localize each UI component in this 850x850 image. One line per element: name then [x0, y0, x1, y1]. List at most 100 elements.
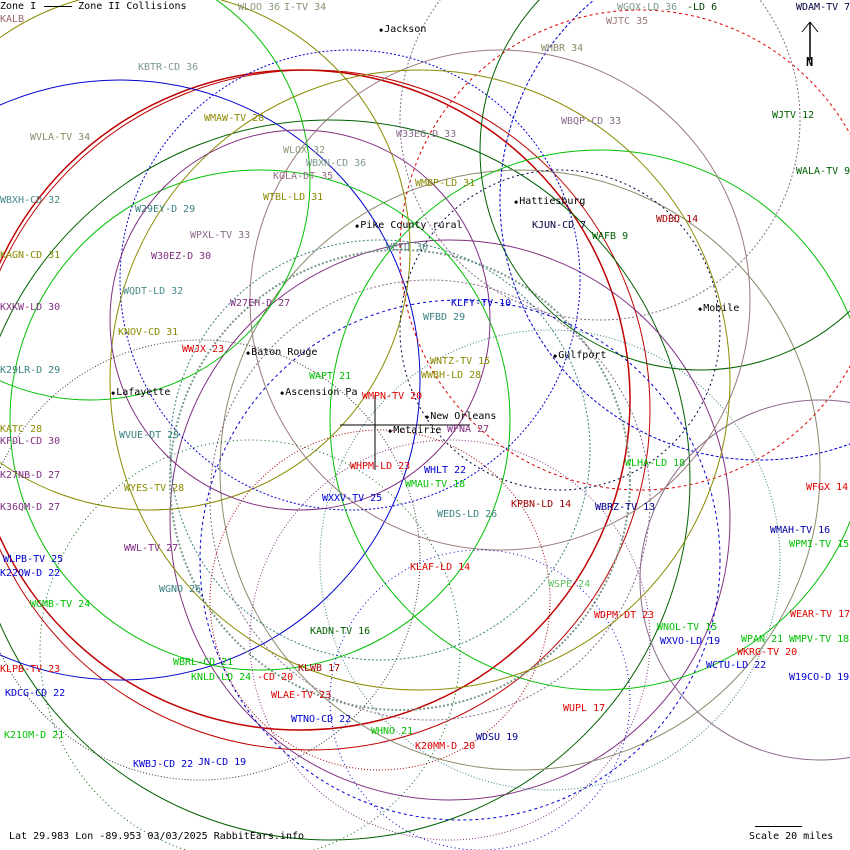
station-label[interactable]: WMPV-TV 18: [789, 634, 850, 645]
station-label[interactable]: WXXV-TV 25: [322, 493, 383, 504]
station-label[interactable]: WTNO-CD 22: [291, 714, 352, 725]
station-label[interactable]: WTBL-LD 31: [263, 192, 324, 203]
coverage-arc: [119, 49, 581, 511]
station-label[interactable]: WVUE-DT 29: [119, 430, 180, 441]
station-label[interactable]: WCTU-LD 22: [706, 660, 767, 671]
station-label[interactable]: WPMI-TV 15: [789, 539, 850, 550]
station-label[interactable]: WDPM-DT 23: [594, 610, 655, 621]
station-label[interactable]: W27EH-D 27: [230, 298, 291, 309]
station-label[interactable]: WBRL-CD 21: [173, 657, 234, 668]
station-label[interactable]: WFGX 14: [806, 482, 849, 493]
coverage-arc: [169, 239, 731, 801]
station-label[interactable]: WDSU 19: [476, 732, 519, 743]
station-label[interactable]: WJTC 35: [606, 16, 649, 27]
station-label[interactable]: WHPM-LD 23: [350, 461, 411, 472]
station-label[interactable]: JN-CD 19: [198, 757, 247, 768]
station-label[interactable]: WEAR-TV 17: [790, 609, 850, 620]
station-label[interactable]: KDCG-CD 22: [5, 688, 66, 699]
station-label[interactable]: WHBR 34: [541, 43, 584, 54]
station-label[interactable]: -LD 6: [687, 2, 718, 13]
station-label[interactable]: WFBD 29: [423, 312, 466, 323]
station-label[interactable]: I-TV 34: [284, 2, 327, 13]
station-label[interactable]: WKRG-TV 20: [737, 647, 798, 658]
station-label[interactable]: WWL-TV 27: [124, 543, 179, 554]
station-label[interactable]: K20MM-D 20: [415, 741, 476, 752]
station-label[interactable]: KLAF-LD 14: [410, 562, 471, 573]
station-label[interactable]: WMPN-TV 20: [362, 391, 423, 402]
station-label[interactable]: KLFY-TV 10: [451, 298, 512, 309]
station-label[interactable]: WALA-TV 9: [796, 166, 850, 177]
station-label[interactable]: WEDS-LD 26: [437, 509, 498, 520]
station-label[interactable]: WVLA-TV 34: [30, 132, 91, 143]
station-label[interactable]: KGLA-DT 35: [273, 171, 334, 182]
station-label[interactable]: WBQP-CD 33: [561, 116, 622, 127]
station-label[interactable]: WDBD 14: [656, 214, 699, 225]
station-label[interactable]: W30EZ-D 30: [151, 251, 212, 262]
station-label[interactable]: -CD 20: [257, 672, 294, 683]
station-label[interactable]: WLOO 36: [238, 2, 281, 13]
station-label[interactable]: KLWB 17: [298, 663, 341, 674]
station-label[interactable]: WWJX 23: [182, 344, 225, 355]
station-label[interactable]: WLPB-TV 25: [3, 554, 64, 565]
station-label[interactable]: WAFB 9: [592, 231, 629, 242]
station-label[interactable]: WBRZ-TV 13: [595, 502, 656, 513]
station-label[interactable]: KALB: [0, 14, 25, 25]
station-label[interactable]: W19CO-D 19: [789, 672, 850, 683]
station-label[interactable]: K36QM-D 27: [0, 502, 61, 513]
station-label[interactable]: KAGN-CD 31: [0, 250, 61, 261]
station-label[interactable]: WLAE-TV 23: [271, 690, 332, 701]
station-label[interactable]: WWBH-LD 28: [421, 370, 482, 381]
station-label[interactable]: K21OM-D 21: [4, 730, 65, 741]
station-label[interactable]: WGNO 26: [159, 584, 202, 595]
station-label[interactable]: KXKW-LD 30: [0, 302, 61, 313]
station-label[interactable]: WEIQ 30: [386, 242, 429, 253]
station-label[interactable]: WGMB-TV 24: [30, 599, 91, 610]
station-label[interactable]: KADN-TV 16: [310, 626, 371, 637]
city-label: Mobile: [698, 303, 739, 315]
station-label[interactable]: K29LR-D 29: [0, 365, 61, 376]
scale-label: Scale 20 miles: [749, 831, 834, 842]
station-label[interactable]: KATC 28: [0, 424, 43, 435]
coverage-arc: [209, 429, 551, 771]
station-label[interactable]: WMAW-TV 28: [204, 113, 265, 124]
station-label[interactable]: WMBP-LD 31: [415, 178, 476, 189]
station-label[interactable]: WFNA 27: [447, 424, 490, 435]
station-label[interactable]: W29EY-D 29: [135, 204, 196, 215]
station-label[interactable]: WBXH-CD 32: [0, 195, 61, 206]
station-label[interactable]: WMAU-TV 18: [405, 479, 466, 490]
station-label[interactable]: KNLD-LD 24: [191, 672, 252, 683]
station-label[interactable]: WLOX 32: [283, 145, 326, 156]
station-label[interactable]: WSPE 24: [548, 579, 591, 590]
coverage-arc: [329, 549, 631, 850]
station-label[interactable]: KBTR-CD 36: [138, 62, 199, 73]
station-label[interactable]: WHLT 22: [424, 465, 467, 476]
station-label[interactable]: WUPL 17: [563, 703, 606, 714]
station-label[interactable]: WPXL-TV 33: [190, 230, 251, 241]
station-label[interactable]: WYES-TV 28: [124, 483, 185, 494]
station-label[interactable]: WXVO-LD 19: [660, 636, 721, 647]
station-label[interactable]: KNOV-CD 31: [118, 327, 179, 338]
station-label[interactable]: WDAM-TV 7: [796, 2, 850, 13]
coverage-arc: [9, 169, 511, 671]
station-label[interactable]: WNTZ-TV 15: [430, 356, 491, 367]
station-label[interactable]: W33EG-D 33: [396, 129, 457, 140]
station-label[interactable]: KJUN-CD 7: [532, 220, 587, 231]
station-label[interactable]: K27NB-D 27: [0, 470, 61, 481]
station-label[interactable]: WNOL-TV 15: [657, 622, 718, 633]
station-label[interactable]: K22OW-D 22: [0, 568, 61, 579]
city-label: Gulfport: [553, 350, 606, 362]
station-label[interactable]: WBXN-CD 36: [306, 158, 367, 169]
station-label[interactable]: WMAH-TV 16: [770, 525, 831, 536]
station-label[interactable]: WJTV 12: [772, 110, 815, 121]
station-label[interactable]: WGOX-LD 36: [617, 2, 678, 13]
station-label[interactable]: WAPT 21: [309, 371, 352, 382]
station-label[interactable]: KFOL-CD 30: [0, 436, 61, 447]
station-label[interactable]: WLHA-LD 18: [625, 458, 686, 469]
station-label[interactable]: KWBJ-CD 22: [133, 759, 194, 770]
station-label[interactable]: WHNO 21: [371, 726, 414, 737]
station-label[interactable]: WQDT-LD 32: [123, 286, 184, 297]
station-label[interactable]: KPBN-LD 14: [511, 499, 572, 510]
station-label[interactable]: KLPB-TV 23: [0, 664, 61, 675]
station-label[interactable]: WPAN 21: [741, 634, 784, 645]
